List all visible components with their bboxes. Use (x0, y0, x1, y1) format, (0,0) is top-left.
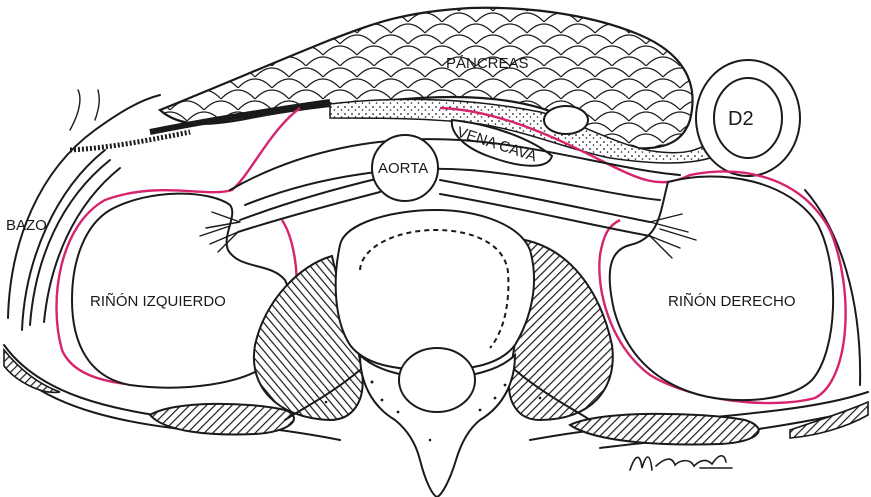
right-posterior-muscle (570, 414, 759, 445)
left-renal-vessel (238, 178, 380, 232)
right-kidney (610, 176, 833, 400)
label-right-kidney: RIÑÓN DERECHO (668, 293, 796, 310)
left-posterior-muscle (150, 404, 294, 435)
spinal-canal (399, 348, 475, 412)
anterior-renal-line (245, 169, 660, 205)
artist-signature (630, 456, 732, 470)
splenic-hilum-lines (70, 90, 99, 130)
label-bazo: BAZO (6, 217, 47, 234)
vertebral-body (336, 210, 534, 370)
label-pancreas: PÁNCREAS (446, 55, 529, 72)
label-d2: D2 (728, 108, 754, 130)
label-left-kidney: RIÑÓN IZQUIERDO (90, 293, 226, 310)
label-aorta: AORTA (378, 160, 428, 177)
pancreas-body (160, 8, 693, 149)
mesenteric-vessel (544, 106, 588, 134)
